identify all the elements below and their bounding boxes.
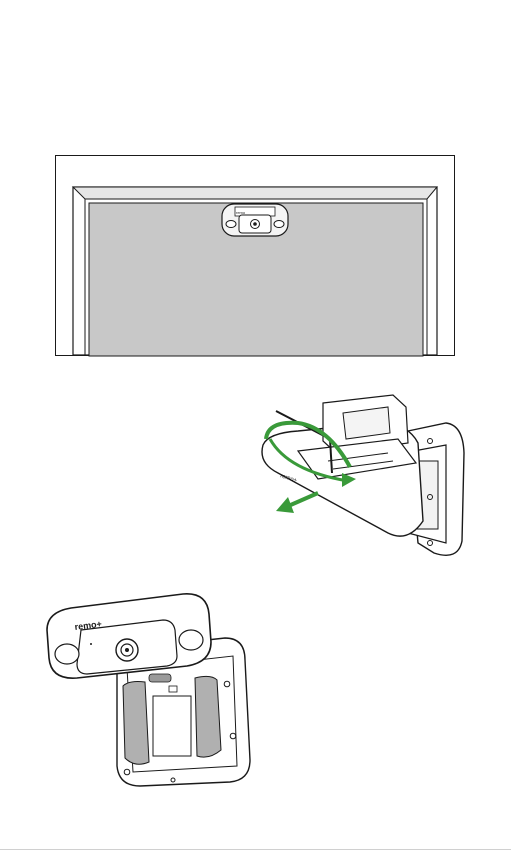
page-edge: [0, 849, 511, 850]
door-mount-illustration: remo: [55, 155, 455, 357]
brand-logo-small: remo: [236, 210, 246, 215]
camera-unit-angle-view-icon: remo+: [45, 590, 260, 790]
hex-key-rotate-bracket-icon: remo+: [258, 393, 468, 563]
bracket-release-illustration: remo+: [258, 393, 468, 563]
mounted-camera: remo: [222, 204, 288, 236]
camera-unit-illustration: remo+: [45, 590, 260, 790]
door-with-mounted-camera-icon: remo: [55, 155, 455, 357]
